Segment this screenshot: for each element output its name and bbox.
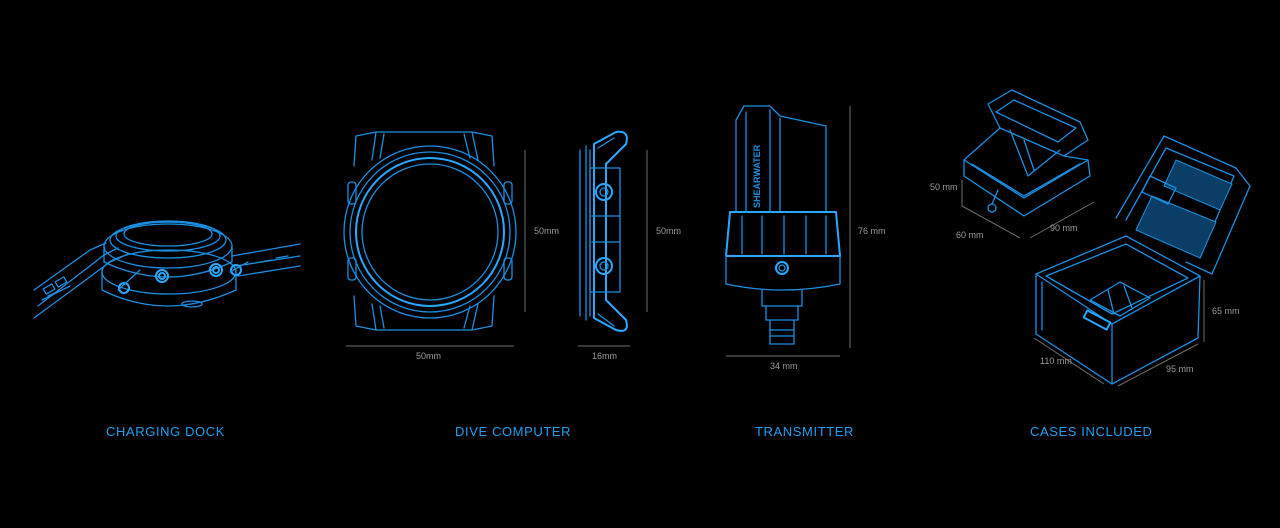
large-case-height-label: 65 mm: [1212, 306, 1240, 316]
large-case-depth-label: 110 mm: [1040, 356, 1072, 366]
small-case-width-label: 90 mm: [1050, 223, 1078, 233]
dive-computer-front-drawing: 50mm 50mm: [343, 131, 559, 361]
computer-side-height-label: 50mm: [656, 226, 681, 236]
transmitter-height-label: 76 mm: [858, 226, 886, 236]
dive-computer-label: DIVE COMPUTER: [455, 424, 572, 439]
transmitter-label: TRANSMITTER: [755, 424, 855, 439]
transmitter-brand-text: SHEARWATER: [752, 144, 762, 208]
computer-depth-label: 16mm: [592, 351, 617, 361]
small-case-drawing: 50 mm 60 mm 90 mm: [930, 89, 1095, 240]
transmitter-width-label: 34 mm: [770, 361, 798, 371]
charging-dock-label: CHARGING DOCK: [106, 424, 226, 439]
computer-width-label: 50mm: [416, 351, 441, 361]
small-case-height-label: 50 mm: [930, 182, 958, 192]
small-case-depth-label: 60 mm: [956, 230, 984, 240]
dive-computer-side-drawing: 50mm 16mm: [578, 130, 681, 361]
large-case-drawing: 65 mm 110 mm 95 mm: [1033, 135, 1251, 387]
charging-dock-drawing: [33, 220, 301, 319]
transmitter-drawing: SHEARWATER 76 mm 34 mm: [725, 105, 886, 371]
computer-height-label: 50mm: [534, 226, 559, 236]
large-case-width-label: 95 mm: [1166, 364, 1194, 374]
cases-included-label: CASES INCLUDED: [1030, 424, 1153, 439]
